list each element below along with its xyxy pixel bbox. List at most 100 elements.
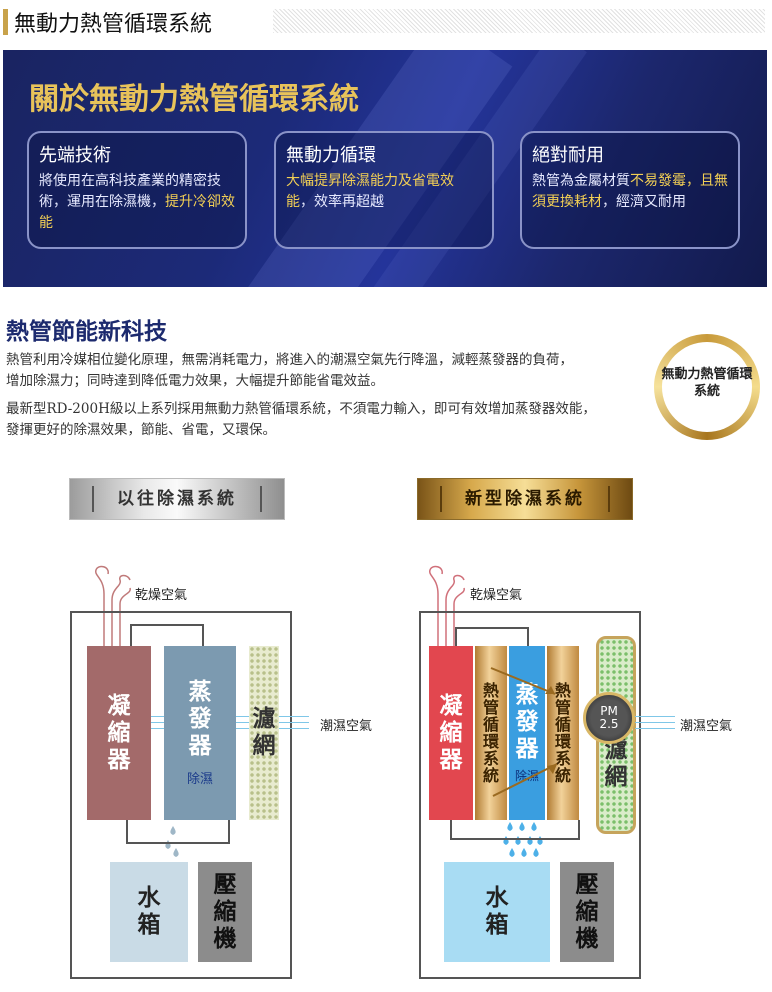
card-text: 熱管為金屬材質 [532, 173, 630, 189]
badge-inner [662, 342, 752, 432]
old-system-title: 以往除濕系統 [69, 478, 285, 520]
evaporator-char: 蒸 [515, 682, 539, 708]
heatpipe-char: 系 [482, 749, 499, 768]
feature-card-advanced-tech: 先端技術 將使用在高科技產業的精密技術，運用在除濕機，提升冷卻效能 [27, 131, 247, 249]
compressor-char: 機 [213, 925, 237, 952]
pm-label: PM [600, 704, 618, 718]
airflow-line [236, 722, 249, 723]
tank-char: 箱 [137, 912, 161, 938]
heatpipe-char: 管 [482, 698, 499, 717]
filter-char: 網 [252, 733, 276, 759]
evaporator-char: 器 [515, 736, 539, 762]
airflow-line [635, 722, 675, 723]
feature-card-no-power-cycle: 無動力循環 大幅提昇除濕能力及省電效能，效率再超越 [274, 131, 494, 249]
card-text: ，經濟又耐用 [602, 194, 686, 210]
compressor-char: 縮 [575, 898, 599, 925]
condenser-char: 縮 [107, 719, 131, 746]
airflow-line [279, 728, 309, 729]
filter-char: 濾 [252, 706, 276, 732]
condenser-char: 器 [439, 746, 463, 773]
airflow-line [279, 716, 309, 717]
header-pattern [273, 9, 765, 33]
condenser-char: 凝 [439, 692, 463, 719]
old-filter: 濾 網 [249, 646, 279, 820]
filter-char: 網 [604, 764, 628, 790]
badge-text: 無動力熱管循環系統 [661, 367, 753, 399]
airflow-line [279, 722, 309, 723]
tank-char: 水 [137, 885, 161, 911]
card-body: 熱管為金屬材質不易發霉，且無須更換耗材，經濟又耐用 [532, 171, 736, 213]
header-accent-bar [3, 9, 8, 35]
heatpipe-char: 熱 [554, 681, 571, 700]
card-heading: 無動力循環 [286, 145, 376, 166]
card-highlight: 大幅提昇除濕能力及省電效能 [286, 173, 454, 210]
airflow-line [635, 728, 675, 729]
section-title: 熱管節能新科技 [6, 318, 167, 345]
airflow-line [151, 722, 164, 723]
card-body: 將使用在高科技產業的精密技術，運用在除濕機，提升冷卻效能 [39, 171, 243, 234]
humid-air-label: 潮濕空氣 [680, 719, 733, 734]
dry-air-label: 乾燥空氣 [470, 588, 523, 603]
old-system-title-text: 以往除濕系統 [117, 489, 237, 509]
evaporator-char: 發 [188, 706, 212, 732]
compressor-char: 機 [575, 925, 599, 952]
dry-air-swirl-icon [429, 565, 465, 646]
title-bar-right [260, 486, 262, 512]
water-drops-icon [165, 826, 179, 857]
heatpipe-char: 環 [554, 732, 571, 751]
airflow-line [236, 728, 249, 729]
card-body: 大幅提昇除濕能力及省電效能，效率再超越 [286, 171, 461, 213]
new-condenser: 凝 縮 器 [429, 646, 473, 820]
section-paragraph-2: 最新型RD-200H級以上系列採用無動力熱管循環系統，不須電力輸入，即可有效增加… [6, 399, 656, 441]
heatpipe-char: 循 [482, 715, 499, 734]
paragraph-line: 增加除濕力；同時達到降低電力效果，大幅提升節能省電效益。 [6, 373, 384, 389]
dehumid-label: 除濕 [186, 772, 213, 787]
heat-flow-arrows-icon [490, 667, 558, 797]
tank-char: 箱 [485, 912, 509, 938]
heatpipe-char: 環 [482, 732, 499, 751]
evaporator-char: 器 [188, 733, 212, 759]
condenser-char: 凝 [107, 692, 131, 719]
section-paragraph-1: 熱管利用冷媒相位變化原理，無需消耗電力，將進入的潮濕空氣先行降溫，減輕蒸發器的負… [6, 350, 656, 392]
paragraph-line: 最新型RD-200H級以上系列採用無動力熱管循環系統，不須電力輸入，即可有效增加… [6, 401, 596, 417]
new-water-tank: 水 箱 [444, 862, 550, 962]
paragraph-line: 發揮更好的除濕效果，節能、省電，又環保。 [6, 422, 276, 438]
refrigerant-pipe-top [455, 627, 529, 647]
title-bar-left [92, 486, 94, 512]
new-unit-housing [419, 611, 641, 979]
condenser-char: 縮 [439, 719, 463, 746]
heatpipe-badge [654, 334, 760, 440]
refrigerant-pipe-bottom [450, 820, 580, 840]
refrigerant-pipe-top [130, 624, 204, 648]
card-text: 將使用在高科技產業的精密技術，運用在除濕機， [39, 173, 221, 210]
old-condenser: 凝 縮 器 [87, 646, 151, 820]
compressor-char: 縮 [213, 898, 237, 925]
water-drops-icon [503, 822, 543, 857]
dehumid-label: 除濕 [514, 769, 539, 783]
pm25-badge-icon: PM 2.5 [583, 692, 635, 744]
card-heading: 絕對耐用 [532, 145, 604, 166]
evaporator-char: 蒸 [188, 679, 212, 705]
refrigerant-pipe-bottom [126, 820, 230, 844]
old-unit-housing [70, 611, 292, 979]
card-text: ，效率再超越 [300, 194, 384, 210]
banner: 關於無動力熱管循環系統 先端技術 將使用在高科技產業的精密技術，運用在除濕機，提… [3, 50, 767, 287]
humid-air-label: 潮濕空氣 [320, 719, 373, 734]
new-compressor: 壓 縮 機 [560, 862, 614, 962]
airflow-line [236, 716, 249, 717]
paragraph-line: 熱管利用冷媒相位變化原理，無需消耗電力，將進入的潮濕空氣先行降溫，減輕蒸發器的負… [6, 352, 573, 368]
heatpipe-char: 熱 [482, 681, 499, 700]
page-title: 無動力熱管循環系統 [14, 12, 213, 37]
airflow-line [151, 716, 164, 717]
airflow-line [151, 728, 164, 729]
old-evaporator: 蒸 發 器 除濕 [164, 646, 236, 820]
title-bar-left [440, 486, 442, 512]
evaporator-char: 發 [515, 709, 539, 735]
airflow-line [635, 716, 675, 717]
compressor-char: 壓 [575, 871, 599, 898]
heatpipe-char: 統 [554, 766, 571, 785]
heatpipe-char: 管 [554, 698, 571, 717]
old-water-tank: 水 箱 [110, 862, 188, 962]
heatpipe-char: 系 [554, 749, 571, 768]
tank-char: 水 [485, 885, 509, 911]
